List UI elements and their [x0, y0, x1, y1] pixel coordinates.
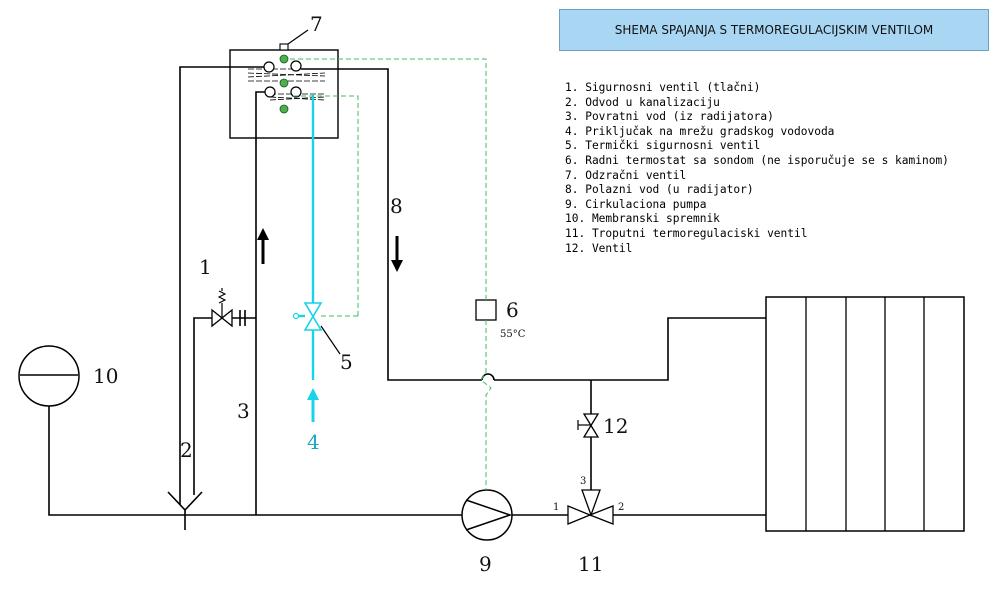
label-10: 10	[93, 364, 118, 388]
label-12: 12	[603, 414, 628, 438]
bottom-loop	[48, 405, 766, 516]
label-6: 6	[506, 298, 519, 322]
label-5: 5	[340, 350, 353, 374]
fireplace-exchanger	[229, 49, 339, 139]
thermal-safety-valve-icon	[290, 95, 359, 355]
legend-item: 8. Polazni vod (u radijator)	[565, 183, 754, 197]
legend-item: 2. Odvod u kanalizaciju	[565, 95, 720, 109]
legend-item: 7. Odzračni ventil	[565, 168, 687, 182]
legend-item: 1. Sigurnosni ventil (tlačni)	[565, 81, 761, 94]
expansion-tank-icon	[18, 345, 80, 407]
valve-12-icon	[577, 413, 600, 438]
legend-item: 5. Termički sigurnosni ventil	[565, 139, 761, 153]
legend-item: 10. Membranski spremnik	[565, 212, 720, 226]
thermostat-temp: 55°C	[500, 329, 526, 340]
flow-line	[301, 68, 766, 381]
label-2: 2	[180, 438, 193, 462]
legend-item: 4. Priključak na mrežu gradskog vodovoda	[565, 124, 835, 138]
legend-item: 9. Cirkulaciona pumpa	[565, 197, 707, 211]
three-way-valve-icon	[567, 489, 614, 525]
air-vent-icon	[279, 29, 309, 51]
label-7: 7	[310, 12, 323, 36]
label-11: 11	[578, 552, 603, 576]
return-line	[255, 91, 269, 515]
radiator-icon	[765, 296, 965, 532]
legend-list: 1. Sigurnosni ventil (tlačni) 2. Odvod u…	[565, 81, 949, 256]
safety-valve-branch	[167, 66, 264, 530]
label-4: 4	[307, 430, 320, 454]
label-1: 1	[199, 255, 212, 279]
legend-item: 11. Troputni termoregulaciski ventil	[565, 226, 808, 240]
label-3: 3	[237, 399, 250, 423]
label-9: 9	[479, 552, 492, 576]
port-label: 2	[618, 502, 624, 513]
diagram-title: SHEMA SPAJANJA S TERMOREGULACIJSKIM VENT…	[559, 9, 989, 51]
cold-water-line	[292, 94, 319, 422]
label-8: 8	[390, 194, 403, 218]
safety-valve-icon	[211, 288, 233, 328]
legend-item: 12. Ventil	[565, 241, 633, 255]
circulation-pump-icon	[461, 489, 513, 541]
thermostat-icon	[290, 58, 497, 490]
port-label: 3	[580, 476, 586, 487]
legend-item: 6. Radni termostat sa sondom (ne isporuč…	[565, 153, 949, 167]
port-label: 1	[553, 502, 559, 513]
legend-item: 3. Povratni vod (iz radijatora)	[565, 110, 774, 124]
